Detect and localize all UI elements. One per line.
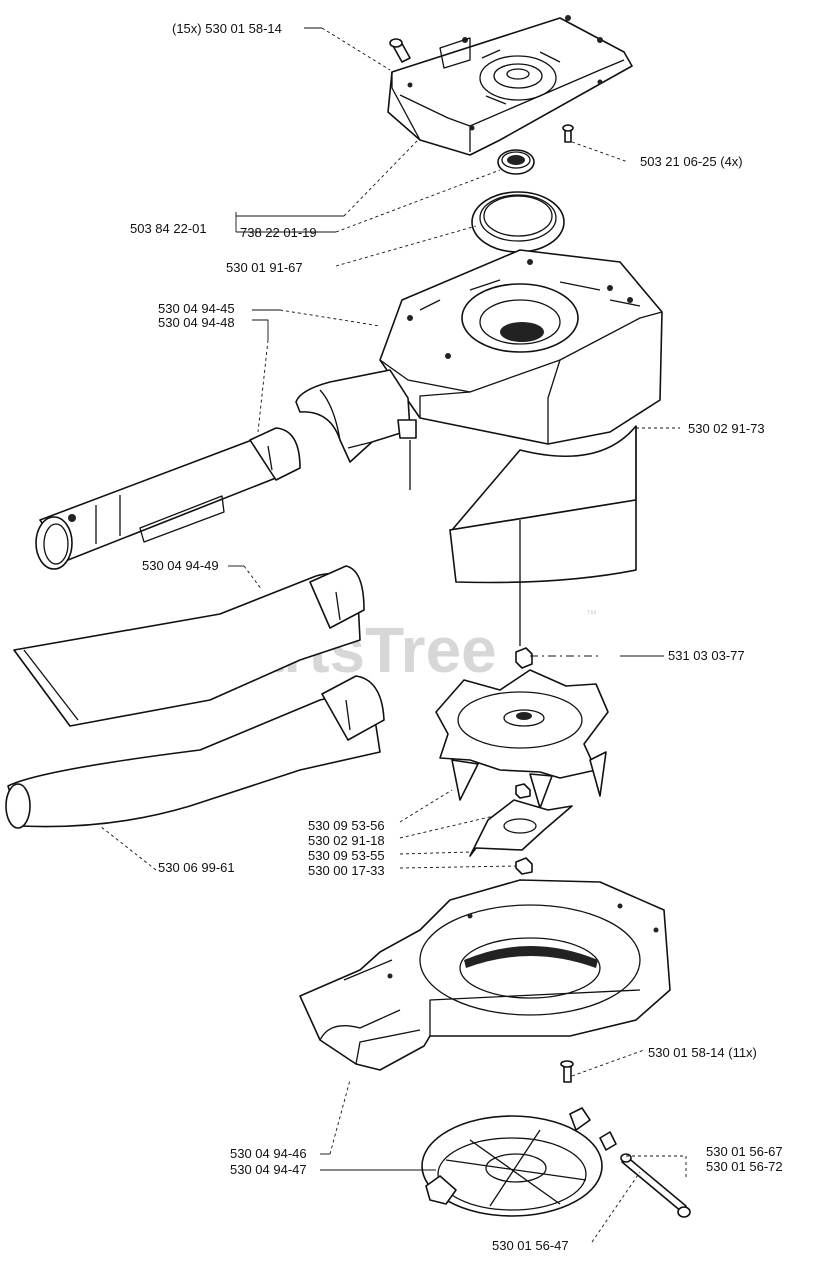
round-nozzle [5,675,385,829]
impeller [435,669,609,809]
part-labels: (15x) 530 01 58-14 503 21 06-25 (4x) 503… [130,21,783,1253]
label-shaft-a: 530 01 56-67 [706,1144,783,1159]
label-impeller-b: 530 09 53-55 [308,848,385,863]
label-screw-15x: (15x) 530 01 58-14 [172,21,282,36]
upper-housing [295,249,663,490]
label-impeller-a: 530 09 53-56 [308,818,385,833]
nut-top [515,520,533,669]
label-lower-b: 530 04 94-47 [230,1162,307,1177]
label-screw-11x: 530 01 58-14 (11x) [648,1045,757,1060]
label-shaft-b: 530 01 56-72 [706,1159,783,1174]
leader-lines [99,27,687,1243]
guard-band [449,425,637,584]
flat-nozzle [13,565,365,727]
lower-housing [299,879,671,1071]
label-bearing-kit: 503 84 22-01 [130,221,207,236]
label-nozzle-flat: 530 04 94-49 [142,558,219,573]
inlet-cover [421,1107,617,1217]
label-nut-bottom: 530 00 17-33 [308,863,385,878]
shaft [620,1153,691,1218]
housing-screw [562,124,574,143]
label-seal-ring: 530 01 91-67 [226,260,303,275]
label-guard-band: 530 02 91-73 [688,421,765,436]
top-cover [387,15,633,156]
label-blade: 530 02 91-18 [308,833,385,848]
label-screw-4x: 503 21 06-25 (4x) [640,154,743,169]
straight-tube [35,427,301,570]
label-nut-top: 531 03 03-77 [668,648,745,663]
cutter-blade [469,783,573,875]
label-housing-a: 530 04 94-45 [158,301,235,316]
housing-screw-lower [560,1060,574,1083]
label-bearing: 738 22 01-19 [240,225,317,240]
trademark-symbol: ™ [586,609,597,621]
cover-screw [389,38,411,63]
label-housing-b: 530 04 94-48 [158,315,235,330]
bearing [497,149,535,175]
label-inlet-cover: 530 01 56-47 [492,1238,569,1253]
label-nozzle-round: 530 06 99-61 [158,860,235,875]
seal-ring [471,191,565,253]
label-lower-a: 530 04 94-46 [230,1146,307,1161]
